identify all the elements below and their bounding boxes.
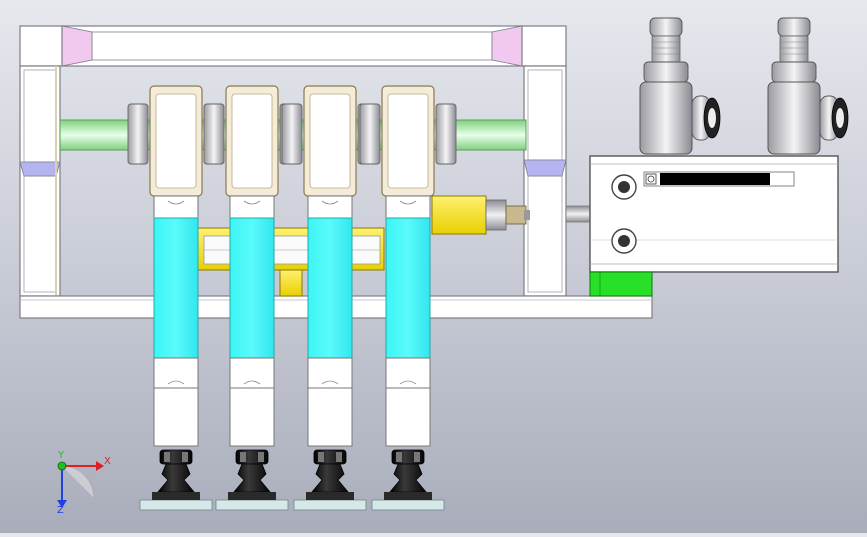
frame-corner-block-right	[521, 25, 567, 67]
cylinder-lower-body	[385, 357, 431, 389]
cylinder-end-cap	[153, 387, 199, 447]
cup-base-plate	[215, 499, 289, 511]
cylinder-lower-body	[307, 357, 353, 389]
shaft-collar	[281, 103, 303, 165]
valve-body	[639, 81, 693, 155]
cylinder-tube	[385, 217, 431, 359]
clamp-block-face	[155, 93, 197, 189]
axis-triad	[57, 461, 104, 508]
valve-body	[767, 81, 821, 155]
cylinder-head	[229, 195, 275, 219]
sensor-cable-gland	[505, 205, 527, 225]
valve-thread	[779, 35, 809, 63]
cylinder-end-cap	[229, 387, 275, 447]
frame-joint-blue-left	[19, 161, 61, 177]
cylinder-tube	[307, 217, 353, 359]
cylinder-head	[385, 195, 431, 219]
cylinder-lower-body	[229, 357, 275, 389]
frame-joint-blue-right	[523, 159, 567, 177]
vacuum-unit-3	[281, 85, 379, 511]
cylinder-head	[307, 195, 353, 219]
shaft-collar	[127, 103, 149, 165]
display-bar	[660, 173, 770, 185]
vacuum-unit-4	[359, 85, 457, 511]
cup-base-plate	[371, 499, 445, 511]
cylinder-tube	[153, 217, 199, 359]
frame-corner-pink-left	[61, 25, 93, 67]
cylinder-head	[153, 195, 199, 219]
clamp-block-face	[231, 93, 273, 189]
triad-arc	[61, 465, 95, 499]
clamp-block-face	[387, 93, 429, 189]
valve-thread	[651, 35, 681, 63]
vacuum-unit-2	[203, 85, 301, 511]
y-axis-label: Y	[58, 450, 65, 461]
cup-base-plate	[293, 499, 367, 511]
cylinder-rod	[565, 205, 593, 223]
z-axis-label: Z	[57, 505, 64, 516]
green-mount-block	[589, 271, 653, 297]
cylinder-lower-body	[153, 357, 199, 389]
y-axis-dot	[57, 461, 67, 471]
valve-knob	[777, 17, 811, 37]
suction-cup	[157, 463, 195, 493]
frame-corner-pink-right	[491, 25, 523, 67]
cup-base-plate	[139, 499, 213, 511]
cylinder-end-cap	[385, 387, 431, 447]
sensor-nut	[485, 199, 507, 231]
clamp-block-face	[309, 93, 351, 189]
sensor-body	[431, 195, 487, 235]
flow-valve-left	[639, 17, 721, 155]
valve-locknut	[643, 61, 689, 83]
frame-top-beam-inner	[91, 31, 493, 61]
pneumatic-cylinder	[565, 155, 839, 297]
cylinder-tube	[229, 217, 275, 359]
frame-corner-block-left	[19, 25, 63, 67]
shaft-collar	[359, 103, 381, 165]
suction-cup	[233, 463, 271, 493]
shaft-collar	[435, 103, 457, 165]
vacuum-unit-clones	[203, 85, 457, 511]
valve-knob	[649, 17, 683, 37]
flow-valve-clones	[767, 17, 849, 155]
suction-cup	[311, 463, 349, 493]
cylinder-end-cap	[307, 387, 353, 447]
x-axis-label: X	[104, 456, 111, 467]
valve-locknut	[771, 61, 817, 83]
suction-cup	[389, 463, 427, 493]
vacuum-unit-1	[127, 85, 225, 511]
shaft-collar	[203, 103, 225, 165]
flow-valve-right	[767, 17, 849, 155]
mount-plate-lower	[279, 269, 303, 297]
